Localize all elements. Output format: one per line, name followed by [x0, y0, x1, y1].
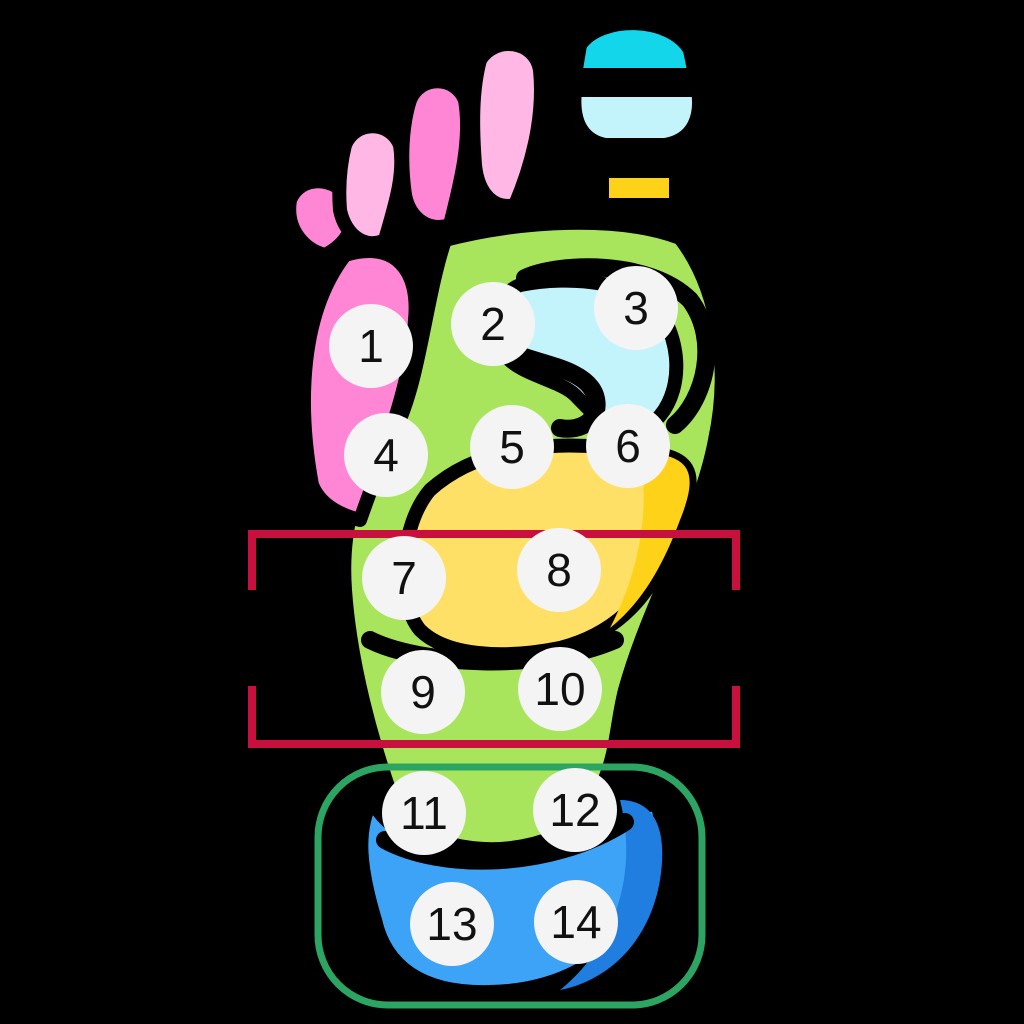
- point-13[interactable]: 13: [410, 882, 494, 966]
- toe-4: [332, 119, 409, 251]
- big-toe-top: [568, 16, 702, 82]
- swirl-line-inner: [496, 341, 606, 438]
- point-11[interactable]: 11: [382, 771, 466, 855]
- point-8-label: 8: [546, 544, 572, 596]
- point-2[interactable]: 2: [451, 282, 535, 366]
- reflex-points: 1 2 3 4 5 6 7 8: [329, 266, 678, 966]
- point-12-label: 12: [549, 784, 600, 836]
- mid-divider-line: [361, 631, 624, 671]
- point-6-label: 6: [615, 420, 641, 472]
- big-toe-bottom: [567, 83, 706, 152]
- toe-3: [395, 74, 475, 234]
- green-rounded-box: [314, 763, 706, 1009]
- point-3-label: 3: [623, 282, 649, 334]
- point-7[interactable]: 7: [362, 536, 446, 620]
- point-10-label: 10: [534, 663, 585, 715]
- point-1[interactable]: 1: [329, 304, 413, 388]
- point-13-label: 13: [426, 898, 477, 950]
- point-2-label: 2: [480, 298, 506, 350]
- point-7-label: 7: [391, 552, 417, 604]
- point-14[interactable]: 14: [534, 880, 618, 964]
- big-toe-yellow-joint: [597, 166, 681, 210]
- point-5[interactable]: 5: [470, 405, 554, 489]
- point-14-label: 14: [550, 896, 601, 948]
- point-10[interactable]: 10: [518, 647, 602, 731]
- point-11-label: 11: [400, 787, 448, 839]
- foot-illustration: [282, 16, 729, 1000]
- point-6[interactable]: 6: [586, 404, 670, 488]
- toe-2: [466, 37, 548, 213]
- point-3[interactable]: 3: [594, 266, 678, 350]
- point-5-label: 5: [499, 421, 525, 473]
- heel-blue-shade: [560, 800, 663, 990]
- point-9[interactable]: 9: [381, 650, 465, 734]
- red-bracket-frame: [248, 530, 740, 748]
- point-4-label: 4: [373, 429, 399, 481]
- point-1-label: 1: [358, 320, 384, 372]
- yellow-arch-side: [610, 452, 690, 628]
- point-9-label: 9: [410, 666, 436, 718]
- point-12[interactable]: 12: [533, 768, 617, 852]
- red-bracket-top: [248, 530, 740, 590]
- point-4[interactable]: 4: [344, 413, 428, 497]
- swirl-line: [516, 258, 716, 434]
- red-bracket-bottom: [248, 686, 740, 748]
- point-8[interactable]: 8: [517, 528, 601, 612]
